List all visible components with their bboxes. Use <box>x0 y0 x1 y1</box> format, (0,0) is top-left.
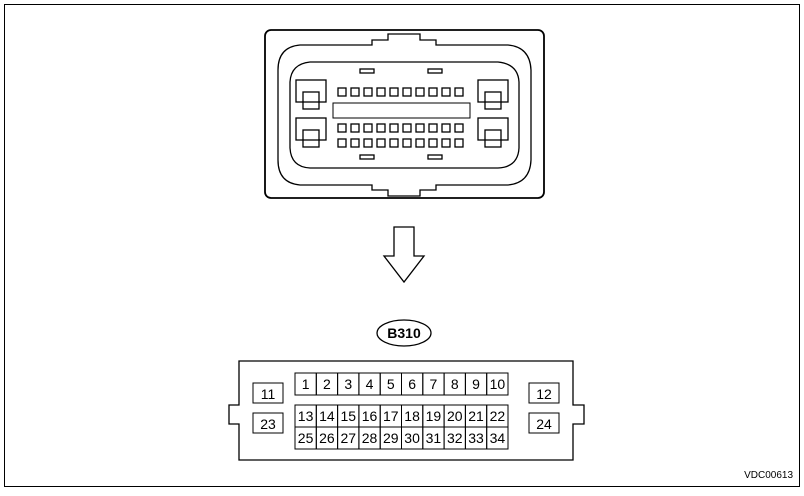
pin-cell-right-top <box>528 382 560 404</box>
pin-cavity <box>376 123 386 133</box>
latch-right-top <box>477 79 509 110</box>
pin-cavity <box>389 123 399 133</box>
pin-number: 26 <box>319 430 335 446</box>
connector-housing-inner <box>277 33 532 197</box>
bottom-notch-left <box>359 154 375 160</box>
pin-number: 2 <box>323 376 331 392</box>
pin-cell-left-top <box>252 382 284 404</box>
pin-number: 9 <box>472 376 480 392</box>
center-rail <box>332 102 471 119</box>
pin-number: 4 <box>366 376 374 392</box>
bottom-notch-right <box>427 154 443 160</box>
pin-number: 33 <box>468 430 484 446</box>
pin-layout-outline <box>228 360 585 461</box>
pin-cavity <box>441 123 451 133</box>
connector-label: B310 <box>387 325 421 341</box>
pin-cell-left-bottom <box>252 412 284 434</box>
pin-cavity <box>363 138 373 148</box>
pin-cavity <box>428 123 438 133</box>
pin-label-right-top: 12 <box>536 386 552 402</box>
pin-number: 3 <box>344 376 352 392</box>
pin-label-left-bottom: 23 <box>260 416 276 432</box>
pin-cavity <box>389 87 399 97</box>
pin-number: 7 <box>430 376 438 392</box>
pin-cavity <box>350 87 360 97</box>
connector-housing-outer <box>264 29 545 199</box>
pin-cell <box>486 372 509 396</box>
pin-cavity <box>441 87 451 97</box>
pin-number: 1 <box>302 376 310 392</box>
pin-number: 22 <box>490 408 506 424</box>
pin-label-right-bottom: 24 <box>536 416 552 432</box>
pin-cavity <box>454 123 464 133</box>
pin-number: 8 <box>451 376 459 392</box>
pin-cavity <box>350 123 360 133</box>
pin-number: 21 <box>468 408 484 424</box>
pin-cell <box>486 426 509 450</box>
pin-cavity <box>415 123 425 133</box>
connector-label-badge: B310 <box>376 319 432 347</box>
pin-cavity <box>363 87 373 97</box>
pin-number: 17 <box>383 408 399 424</box>
figure-code: VDC00613 <box>744 470 793 481</box>
pin-cavity <box>337 123 347 133</box>
pin-cavity <box>376 87 386 97</box>
pin-cavity <box>415 87 425 97</box>
pin-number: 5 <box>387 376 395 392</box>
pin-number: 32 <box>447 430 463 446</box>
latch-left-bottom <box>295 117 327 148</box>
pin-number: 34 <box>490 430 506 446</box>
pin-cavity <box>428 138 438 148</box>
pin-number: 16 <box>362 408 378 424</box>
pin-number: 20 <box>447 408 463 424</box>
pin-cavity <box>402 87 412 97</box>
pin-number: 18 <box>404 408 420 424</box>
pin-number: 14 <box>319 408 335 424</box>
pin-number: 25 <box>298 430 314 446</box>
pin-number: 31 <box>426 430 442 446</box>
pin-cell-right-bottom <box>528 412 560 434</box>
pin-cavity <box>454 87 464 97</box>
pin-cavity <box>428 87 438 97</box>
pin-cavity <box>441 138 451 148</box>
pin-cavity <box>337 87 347 97</box>
top-notch-right <box>427 68 443 74</box>
pin-cavity <box>376 138 386 148</box>
pin-number: 13 <box>298 408 314 424</box>
pin-number: 19 <box>426 408 442 424</box>
pin-number: 15 <box>341 408 357 424</box>
pin-number: 10 <box>490 376 506 392</box>
pin-cavity <box>389 138 399 148</box>
latch-right-bottom <box>477 117 509 148</box>
pin-cavities <box>337 87 464 148</box>
down-arrow <box>382 226 426 284</box>
top-notch-left <box>359 68 375 74</box>
pin-number: 28 <box>362 430 378 446</box>
outer-frame <box>4 4 800 487</box>
pin-cavity <box>363 123 373 133</box>
connector-drawing <box>264 29 545 199</box>
pin-cavity <box>454 138 464 148</box>
latch-left-top <box>295 79 327 110</box>
pin-cavity <box>350 138 360 148</box>
pin-cavity <box>337 138 347 148</box>
pin-cavity <box>402 123 412 133</box>
pin-number: 29 <box>383 430 399 446</box>
pin-cavity <box>402 138 412 148</box>
pin-number: 30 <box>404 430 420 446</box>
pin-number: 27 <box>341 430 357 446</box>
pin-label-left-top: 11 <box>261 386 276 402</box>
pin-cavity <box>415 138 425 148</box>
pin-number: 6 <box>408 376 416 392</box>
connector-inner-wall <box>289 61 520 169</box>
